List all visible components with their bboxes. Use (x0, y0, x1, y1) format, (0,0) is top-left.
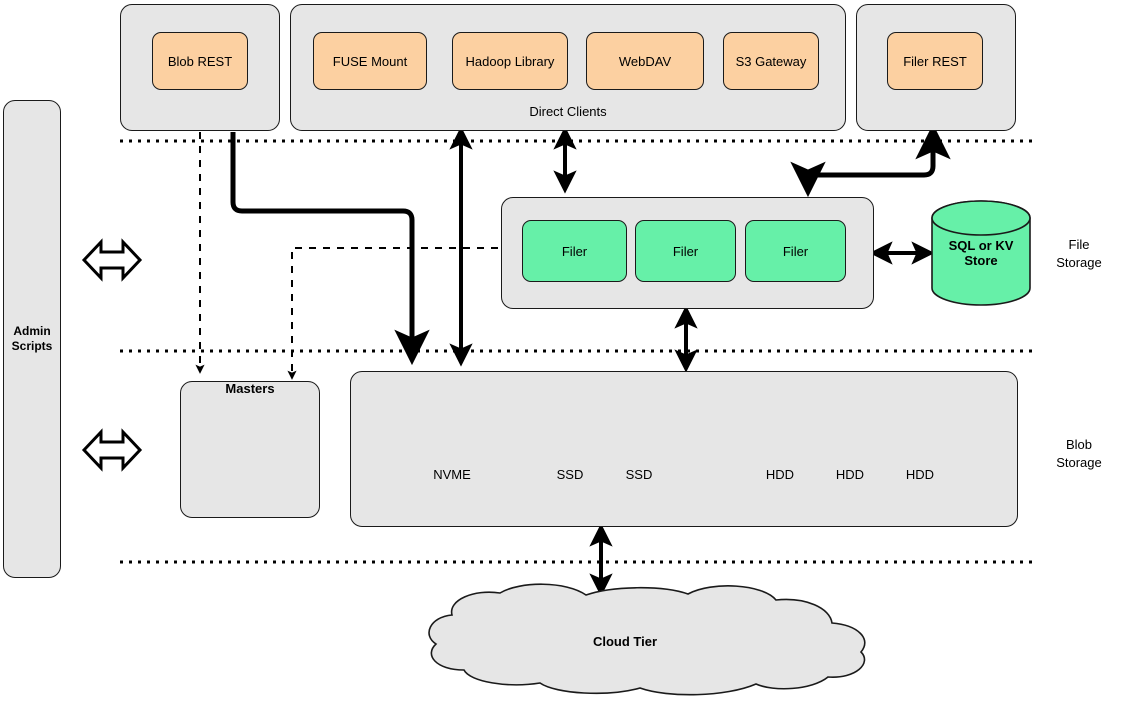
s3-gateway-label: S3 Gateway (735, 53, 807, 69)
ssd-disk-label-1: SSD (556, 467, 584, 482)
admin-bidirectional-arrows (81, 238, 143, 472)
ssd-disk-label-2: SSD (625, 467, 653, 482)
volume-servers-group (350, 371, 1018, 527)
link-blobrest-volumes (230, 132, 430, 366)
fuse-mount-label: FUSE Mount (332, 53, 408, 69)
nvme-disk-label: NVME (433, 467, 471, 482)
hdd-disk-label-3: HDD (905, 467, 935, 482)
admin-arrow-blob (81, 428, 143, 472)
file-storage-side-label: File Storage (1056, 237, 1102, 270)
filer-box-3[interactable]: Filer (745, 220, 846, 282)
link-filerrest-filer (790, 123, 951, 198)
filer-label-2: Filer (672, 243, 699, 259)
blob-rest-label: Blob REST (167, 53, 233, 69)
admin-scripts-panel[interactable]: Admin Scripts (3, 100, 61, 578)
filer-label-3: Filer (782, 243, 809, 259)
sql-kv-store-label: SQL or KV Store (948, 238, 1014, 268)
fuse-mount-box[interactable]: FUSE Mount (313, 32, 427, 90)
hdd-disk-label-2: HDD (835, 467, 865, 482)
filer-label-1: Filer (561, 243, 588, 259)
filer-box-1[interactable]: Filer (522, 220, 627, 282)
webdav-box[interactable]: WebDAV (586, 32, 704, 90)
hadoop-library-label: Hadoop Library (465, 53, 555, 69)
hdd-disk-label-1: HDD (765, 467, 795, 482)
cloud-tier-label: Cloud Tier (592, 634, 658, 649)
masters-label: Masters (225, 381, 275, 396)
masters-group (180, 381, 320, 518)
admin-arrow-file (81, 238, 143, 282)
blob-storage-side-label: Blob Storage (1056, 437, 1102, 470)
s3-gateway-box[interactable]: S3 Gateway (723, 32, 819, 90)
cloud-tier-shape (428, 583, 866, 696)
sql-kv-store-cylinder (931, 200, 1031, 306)
direct-clients-caption: Direct Clients (529, 104, 607, 119)
filer-box-2[interactable]: Filer (635, 220, 736, 282)
blob-rest-box[interactable]: Blob REST (152, 32, 248, 90)
dashed-links (195, 132, 820, 380)
filer-rest-box[interactable]: Filer REST (887, 32, 983, 90)
hadoop-library-box[interactable]: Hadoop Library (452, 32, 568, 90)
admin-scripts-label: Admin Scripts (11, 324, 53, 353)
webdav-label: WebDAV (618, 53, 672, 69)
filer-rest-label: Filer REST (903, 53, 967, 69)
